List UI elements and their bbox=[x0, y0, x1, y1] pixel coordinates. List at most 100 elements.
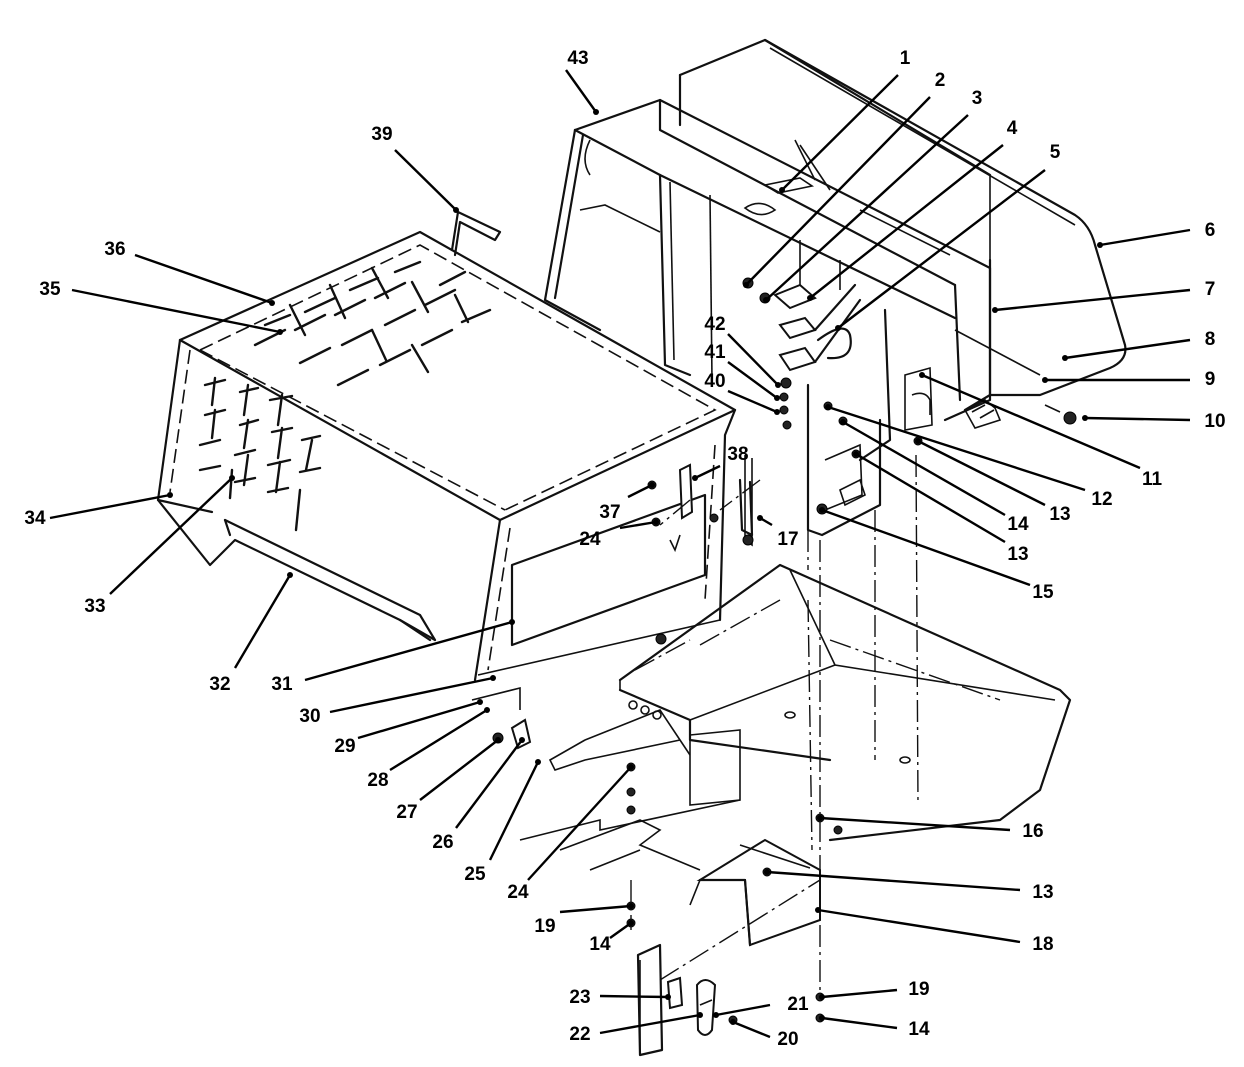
leader-line-c14c bbox=[821, 1016, 898, 1030]
callout-c20: 20 bbox=[777, 1029, 798, 1050]
handle bbox=[450, 210, 502, 257]
callout-c2: 2 bbox=[935, 70, 946, 91]
leader-dot-c35 bbox=[277, 329, 283, 335]
grille-slots-side bbox=[198, 376, 322, 532]
leader-dot-c7 bbox=[992, 307, 998, 313]
callout-c14c: 14 bbox=[908, 1019, 930, 1040]
leader-dot-c41 bbox=[774, 395, 780, 401]
leader-line-c26 bbox=[455, 739, 523, 829]
leader-line-c39 bbox=[394, 149, 457, 211]
callout-c41: 41 bbox=[704, 342, 726, 363]
leader-dot-c4 bbox=[807, 295, 813, 301]
leader-line-c13b bbox=[855, 452, 1006, 544]
callout-c43: 43 bbox=[567, 48, 588, 69]
loose-hardware bbox=[492, 377, 923, 1023]
callout-c28: 28 bbox=[367, 770, 388, 791]
leader-dot-c42 bbox=[775, 382, 781, 388]
hood-latch-bracket bbox=[647, 463, 754, 553]
leader-line-c6 bbox=[1099, 228, 1191, 247]
callout-c12: 12 bbox=[1091, 489, 1112, 510]
leader-dot-c30 bbox=[490, 675, 496, 681]
callout-c13b: 13 bbox=[1007, 544, 1028, 565]
callout-c24a: 24 bbox=[579, 529, 601, 550]
leader-line-c2 bbox=[745, 96, 931, 286]
callout-c33: 33 bbox=[84, 596, 105, 617]
leader-dot-c36 bbox=[269, 300, 275, 306]
leader-dot-c14c bbox=[819, 1015, 825, 1021]
callout-labels: 1234567891011121314131516131819142120232… bbox=[24, 48, 1225, 1050]
leader-dot-c19b bbox=[819, 994, 825, 1000]
leader-line-c1 bbox=[781, 74, 899, 191]
leader-line-c4 bbox=[809, 144, 1004, 299]
leader-line-c8 bbox=[1064, 338, 1191, 360]
leader-line-c25 bbox=[488, 761, 540, 861]
leader-dot-c14b bbox=[628, 920, 634, 926]
callout-c6: 6 bbox=[1205, 220, 1216, 241]
callout-c13c: 13 bbox=[1032, 882, 1053, 903]
leader-dot-c12 bbox=[825, 404, 831, 410]
callout-c25: 25 bbox=[464, 864, 486, 885]
leader-dot-c3 bbox=[763, 297, 769, 303]
leader-line-c19b bbox=[821, 988, 898, 999]
leader-line-c11 bbox=[921, 373, 1141, 470]
callout-c18: 18 bbox=[1032, 934, 1053, 955]
leader-dot-c20 bbox=[730, 1019, 736, 1025]
leader-line-c36 bbox=[134, 253, 273, 305]
leader-dot-c6 bbox=[1097, 242, 1103, 248]
leader-line-c33 bbox=[109, 477, 233, 595]
leader-dot-c8 bbox=[1062, 355, 1068, 361]
callout-c1: 1 bbox=[900, 48, 911, 69]
leader-dot-c24a bbox=[653, 519, 659, 525]
callout-c19b: 19 bbox=[908, 979, 929, 1000]
callout-c36: 36 bbox=[104, 239, 125, 260]
callout-c42: 42 bbox=[704, 314, 725, 335]
leader-line-c29 bbox=[357, 700, 481, 740]
grille-slots-top bbox=[253, 260, 492, 387]
leader-line-c15 bbox=[821, 508, 1031, 587]
floor-tray bbox=[548, 563, 1072, 842]
leader-line-c28 bbox=[389, 708, 488, 772]
leader-dot-c37 bbox=[649, 482, 655, 488]
callout-c14a: 14 bbox=[1007, 514, 1029, 535]
callout-c32: 32 bbox=[209, 674, 230, 695]
callout-c23: 23 bbox=[569, 987, 590, 1008]
leader-dot-c24b bbox=[628, 764, 634, 770]
leader-line-c13a bbox=[917, 439, 1046, 507]
leader-line-c13c bbox=[766, 870, 1021, 892]
leader-line-c30 bbox=[329, 676, 494, 714]
leader-line-c38 bbox=[694, 464, 721, 480]
callout-c15: 15 bbox=[1032, 582, 1054, 603]
leader-line-c40 bbox=[727, 389, 778, 414]
callout-c26: 26 bbox=[432, 832, 453, 853]
callout-c14b: 14 bbox=[589, 934, 611, 955]
callout-c17: 17 bbox=[777, 529, 798, 550]
callout-c3: 3 bbox=[972, 88, 983, 109]
callout-c21: 21 bbox=[787, 994, 809, 1015]
callout-c29: 29 bbox=[334, 736, 355, 757]
leader-dot-c13b bbox=[853, 451, 859, 457]
leader-dot-c27 bbox=[495, 737, 501, 743]
leader-line-c20 bbox=[732, 1020, 771, 1039]
leader-dot-c15 bbox=[819, 507, 825, 513]
leader-dot-c1 bbox=[779, 187, 785, 193]
leader-dot-c14a bbox=[840, 419, 846, 425]
leader-line-c35 bbox=[71, 288, 281, 334]
leader-line-c16 bbox=[819, 816, 1011, 832]
callout-c9: 9 bbox=[1205, 369, 1216, 390]
leader-line-c5 bbox=[837, 169, 1046, 329]
leader-line-c10 bbox=[1084, 416, 1191, 422]
callout-c7: 7 bbox=[1205, 279, 1216, 300]
leader-dot-c29 bbox=[477, 699, 483, 705]
leader-dot-c11 bbox=[919, 372, 925, 378]
leader-dot-c21 bbox=[713, 1012, 719, 1018]
leader-line-c3 bbox=[765, 114, 969, 301]
leader-line-c24b bbox=[527, 766, 632, 881]
leader-dot-c32 bbox=[287, 572, 293, 578]
leader-dot-c33 bbox=[229, 475, 235, 481]
callout-c31: 31 bbox=[271, 674, 293, 695]
callout-c4: 4 bbox=[1007, 118, 1018, 139]
callout-c40: 40 bbox=[704, 371, 725, 392]
callout-c22: 22 bbox=[569, 1024, 590, 1045]
leader-dot-c40 bbox=[774, 409, 780, 415]
leader-dot-c28 bbox=[484, 707, 490, 713]
